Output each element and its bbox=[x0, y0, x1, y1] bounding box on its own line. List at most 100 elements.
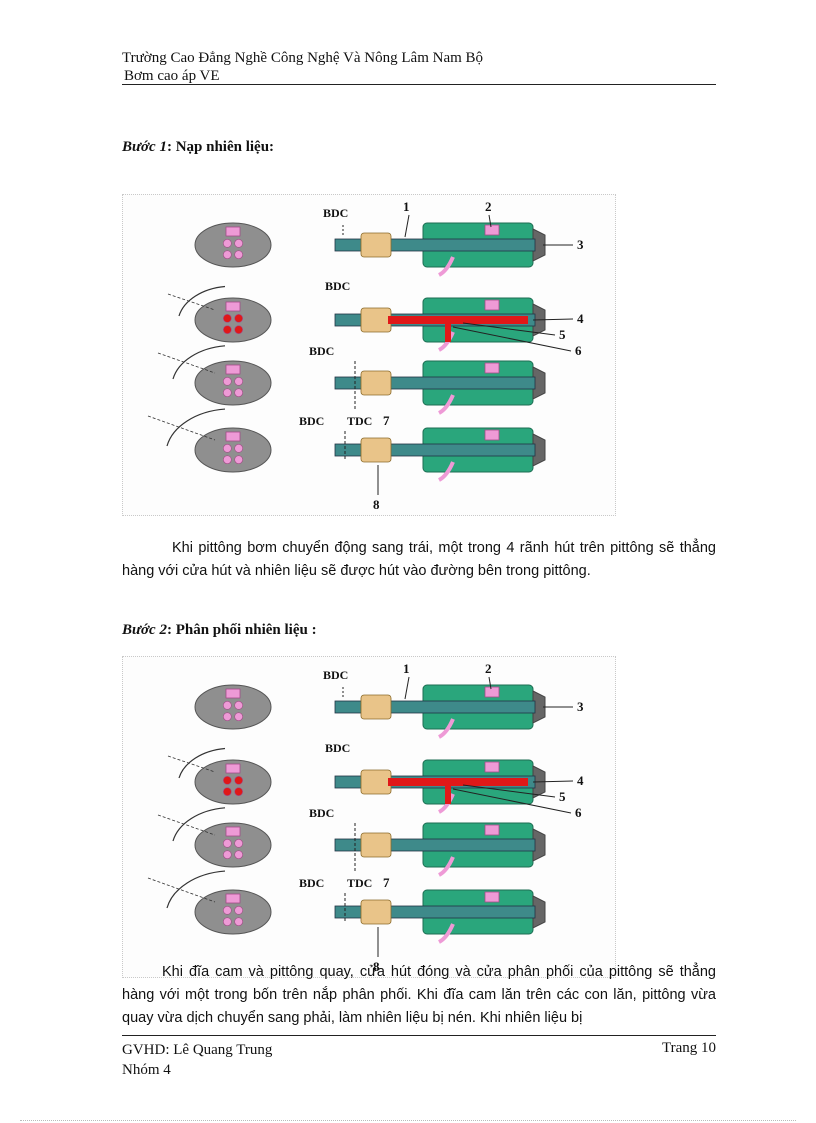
disc-groove bbox=[234, 325, 243, 334]
disc-groove bbox=[223, 776, 232, 785]
inlet-port bbox=[484, 891, 500, 903]
label-tdc: TDC bbox=[347, 876, 372, 890]
leader-line bbox=[488, 214, 492, 228]
disc-groove bbox=[223, 712, 232, 721]
label-8: 8 bbox=[373, 497, 380, 512]
disc-groove bbox=[223, 377, 232, 386]
leader-line bbox=[452, 326, 572, 352]
fuel-channel bbox=[388, 316, 528, 324]
outlet-passage bbox=[438, 256, 455, 277]
cam-plate bbox=[360, 437, 392, 463]
disc-inlet-port bbox=[225, 688, 241, 699]
leader-line bbox=[532, 780, 574, 783]
disc-groove bbox=[234, 388, 243, 397]
disc-groove bbox=[234, 906, 243, 915]
disc-groove bbox=[223, 388, 232, 397]
label-1: 1 bbox=[403, 661, 410, 676]
rotation-arrow bbox=[178, 747, 226, 779]
leader-line bbox=[404, 676, 410, 700]
reference-line bbox=[157, 352, 216, 374]
inlet-port bbox=[484, 761, 500, 773]
disc-groove bbox=[223, 906, 232, 915]
header-rule bbox=[122, 84, 716, 85]
label-bdc: BDC bbox=[309, 806, 334, 820]
label-7: 7 bbox=[383, 413, 390, 428]
step1-label: Bước 1 bbox=[122, 139, 167, 155]
outlet-passage bbox=[438, 718, 455, 739]
distributor-disc bbox=[194, 759, 272, 805]
disc-groove bbox=[223, 444, 232, 453]
inlet-port bbox=[484, 362, 500, 374]
cam-plate bbox=[360, 899, 392, 925]
footer-rule bbox=[122, 1035, 716, 1036]
step2-heading: Bước 2: Phân phối nhiên liệu : bbox=[122, 622, 317, 639]
step1-paragraph: Khi pittông bơm chuyển động sang trái, m… bbox=[122, 537, 716, 583]
fuel-branch bbox=[445, 782, 451, 804]
disc-groove bbox=[234, 776, 243, 785]
step1-text: Khi pittông bơm chuyển động sang trái, m… bbox=[122, 540, 716, 579]
label-1: 1 bbox=[403, 199, 410, 214]
disc-groove bbox=[223, 239, 232, 248]
fuel-channel bbox=[388, 778, 528, 786]
rotation-arrow bbox=[166, 408, 226, 447]
rotation-arrow bbox=[172, 345, 226, 380]
disc-groove bbox=[223, 850, 232, 859]
distributor-disc bbox=[194, 297, 272, 343]
disc-groove bbox=[234, 917, 243, 926]
footer-page-number: Trang 10 bbox=[661, 1040, 716, 1056]
label-6: 6 bbox=[575, 343, 582, 358]
inlet-port bbox=[484, 686, 500, 698]
cam-plate bbox=[360, 232, 392, 258]
disc-groove bbox=[234, 314, 243, 323]
disc-inlet-port bbox=[225, 364, 241, 375]
label-bdc: BDC bbox=[299, 414, 324, 428]
outlet-passage bbox=[438, 394, 455, 415]
distributor-disc bbox=[194, 889, 272, 935]
step2-text: Khi đĩa cam và pittông quay, cửa hút đón… bbox=[122, 964, 716, 1026]
leader-line bbox=[462, 322, 556, 336]
outlet-passage bbox=[438, 856, 455, 877]
leader-line bbox=[532, 318, 574, 321]
reference-line bbox=[157, 814, 216, 836]
rotation-arrow bbox=[178, 285, 226, 317]
header-school: Trường Cao Đẳng Nghề Công Nghệ Và Nông L… bbox=[122, 50, 484, 66]
disc-inlet-port bbox=[225, 763, 241, 774]
label-bdc: BDC bbox=[323, 668, 348, 682]
label-5: 5 bbox=[559, 327, 566, 342]
label-bdc: BDC bbox=[309, 344, 334, 358]
outlet-passage bbox=[438, 923, 455, 944]
step2-title: : Phân phối nhiên liệu : bbox=[166, 622, 317, 638]
label-tdc: TDC bbox=[347, 414, 372, 428]
cam-plate bbox=[360, 769, 392, 795]
disc-groove bbox=[234, 377, 243, 386]
label-7: 7 bbox=[383, 875, 390, 890]
inlet-port bbox=[484, 299, 500, 311]
disc-groove bbox=[223, 787, 232, 796]
disc-groove bbox=[234, 850, 243, 859]
reference-line bbox=[167, 755, 216, 773]
inlet-port bbox=[484, 429, 500, 441]
label-bdc: BDC bbox=[325, 279, 350, 293]
inlet-port bbox=[484, 824, 500, 836]
disc-groove bbox=[223, 839, 232, 848]
label-3: 3 bbox=[577, 699, 584, 714]
label-8: 8 bbox=[373, 959, 380, 974]
label-4: 4 bbox=[577, 773, 584, 788]
cam-plate bbox=[360, 832, 392, 858]
disc-groove bbox=[234, 839, 243, 848]
disc-groove bbox=[234, 787, 243, 796]
disc-groove bbox=[223, 701, 232, 710]
label-2: 2 bbox=[485, 199, 492, 214]
header-subject: Bơm cao áp VE bbox=[124, 68, 220, 84]
disc-groove bbox=[234, 455, 243, 464]
leader-line bbox=[488, 676, 492, 690]
cam-plate bbox=[360, 307, 392, 333]
disc-groove bbox=[234, 444, 243, 453]
reference-line bbox=[167, 293, 216, 311]
fuel-branch bbox=[445, 320, 451, 342]
cam-plate bbox=[360, 370, 392, 396]
label-3: 3 bbox=[577, 237, 584, 252]
